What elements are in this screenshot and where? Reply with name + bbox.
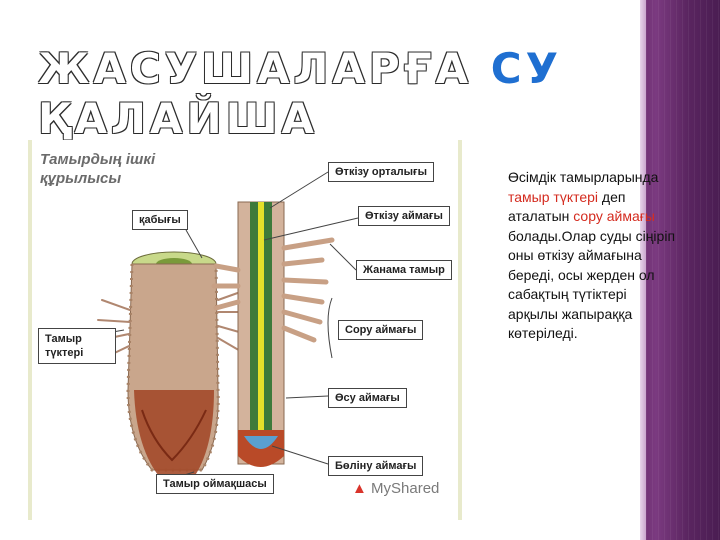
label-growth-zone: Өсу аймағы [328,388,407,408]
label-cortex: қабығы [132,210,188,230]
diagram-heading: Тамырдың ішкі құрылысы [40,151,156,187]
text-part-2: деп аталатын [508,188,626,225]
watermark-text: MyShared [371,480,440,497]
label-root-hairs: Тамыр түктері [38,328,116,364]
decorative-band-stripes [646,0,720,540]
text-part-3: болады.Олар суды сіңіріп оны өткізу айма… [508,227,676,342]
label-division-zone: Бөліну аймағы [328,456,424,476]
text-highlight-absorption-zone: сору аймағы [573,208,655,224]
title-part-1: ЖАСУШАЛАРҒА [38,44,473,93]
text-highlight-root-hairs: тамыр түктері [508,188,599,205]
title-part-2: ҚАЛАЙША [38,94,318,143]
root-illustration [89,171,359,483]
title-highlight: СУ [490,44,562,93]
root-longitudinal-section [211,201,335,467]
label-conducting-zone: Өткізу аймағы [358,206,450,226]
root-cross-section [97,251,251,480]
title-line-1: ЖАСУШАЛАРҒА СУ ҚАЛАЙША [38,44,638,144]
text-part-1: Өсімдік тамырларында [508,169,659,185]
explanation-text: Өсімдік тамырларында тамыр түктері деп а… [508,168,680,344]
label-root-cap: Тамыр оймақшасы [156,474,274,494]
label-absorption-zone: Сору аймағы [338,320,424,340]
decorative-side-band [640,0,720,540]
decorative-band-edge [640,0,646,540]
myshared-watermark: ▲ MyShared [352,480,439,497]
root-structure-diagram: Тамырдың ішкі құрылысы Өткізу орталығы Ө… [28,140,462,520]
watermark-logo-icon: ▲ [352,480,367,497]
label-conducting-center: Өткізу орталығы [328,162,435,182]
label-lateral-root: Жанама тамыр [356,260,452,280]
